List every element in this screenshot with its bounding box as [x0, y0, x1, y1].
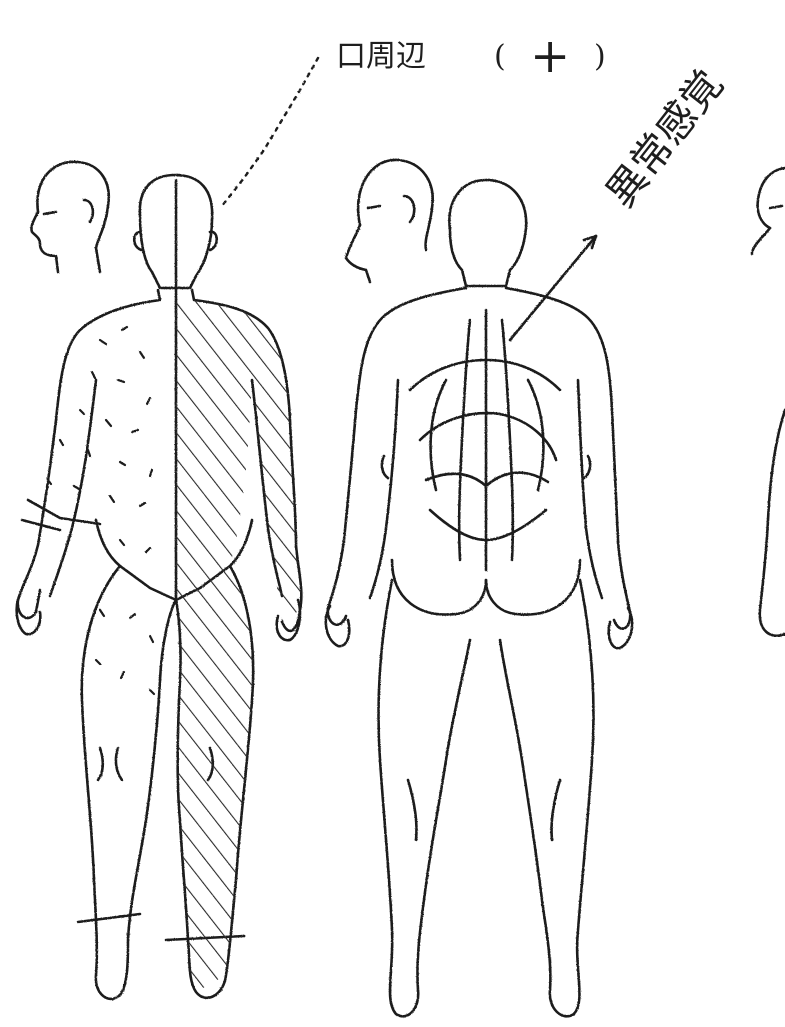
front-profile-head [31, 162, 108, 272]
side-view-body-partial [752, 168, 785, 636]
perioral-annotation: 口周辺 ( + ) [336, 28, 606, 84]
perioral-mark-close: ) [594, 39, 606, 74]
back-annotation-arrow [510, 236, 596, 340]
back-profile-head [346, 160, 433, 282]
front-view-body [17, 175, 302, 999]
front-body-hatched-region [176, 300, 301, 992]
front-body-dotted-region [48, 327, 154, 694]
back-abnormal-sensation-label: 異常感覚 [598, 62, 733, 216]
perioral-mark-open: ( [494, 39, 506, 74]
perioral-mark-sign: + [530, 28, 570, 84]
perioral-label: 口周辺 [336, 39, 426, 74]
perioral-pointer-line [222, 58, 318, 206]
back-view-body [326, 180, 632, 1016]
